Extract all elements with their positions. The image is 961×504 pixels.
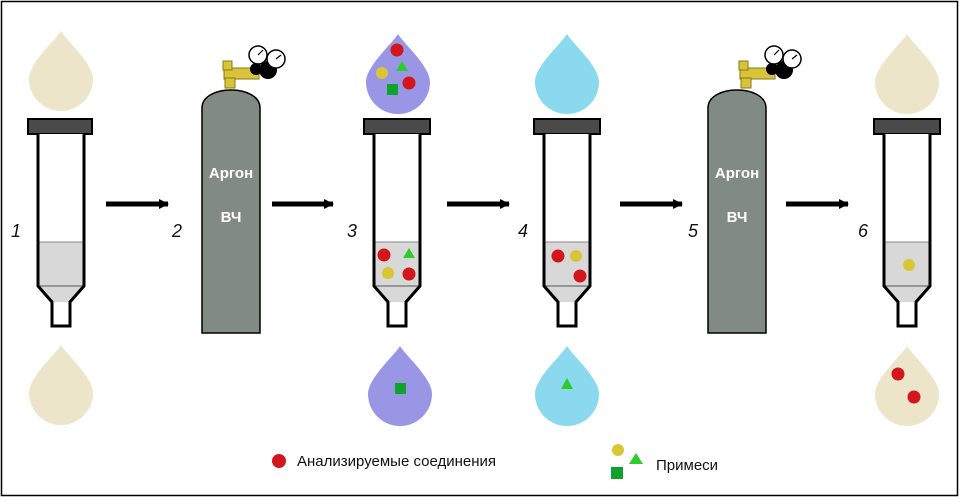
step-1: 1	[11, 31, 93, 425]
step-6: 6	[858, 34, 941, 426]
pressure-regulator-2	[738, 45, 802, 89]
step-number-3: 3	[347, 221, 357, 241]
analyte-icon	[907, 390, 921, 404]
cylinder-label-top-2: Аргон	[715, 165, 759, 182]
analyte-icon	[402, 76, 416, 90]
purple-drop-bottom-3	[368, 346, 432, 426]
analyte-icon	[891, 367, 905, 381]
step-4: 4	[518, 34, 601, 426]
argon-cylinder-2	[707, 89, 767, 334]
step-5: 5 Аргон ВЧ	[688, 45, 802, 334]
step-number-4: 4	[518, 221, 528, 241]
cylinder-label-bottom-2: ВЧ	[727, 209, 748, 226]
legend: Анализируемые соединения Примеси	[272, 444, 718, 479]
argon-cylinder-1	[201, 89, 261, 334]
analyte-icon	[377, 248, 391, 262]
impurity-triangle-icon	[403, 248, 415, 258]
impurity-triangle-icon	[561, 378, 573, 389]
impurity-square-legend-icon	[611, 467, 623, 479]
analyte-icon	[402, 267, 416, 281]
purple-drop-top-3	[366, 34, 430, 114]
impurity-circle-legend-icon	[612, 444, 624, 456]
step-number-2: 2	[171, 221, 182, 241]
analyte-icon	[390, 43, 404, 57]
spe-cartridge-6	[873, 118, 941, 328]
step-number-1: 1	[11, 221, 21, 241]
cylinder-label-top-1: Аргон	[209, 165, 253, 182]
blue-drop-bottom-4	[535, 346, 599, 426]
analyte-legend-icon	[272, 454, 286, 468]
pressure-regulator-1	[222, 45, 286, 89]
legend-impurities: Примеси	[611, 444, 718, 479]
step-3: 3	[347, 34, 432, 426]
impurity-triangle-legend-icon	[629, 453, 643, 464]
step-2: 2 Аргон ВЧ	[171, 45, 286, 334]
step-number-6: 6	[858, 221, 869, 241]
analyte-icon	[573, 269, 587, 283]
impurity-circle-icon	[382, 267, 394, 279]
legend-analytes-label: Анализируемые соединения	[297, 453, 496, 470]
impurity-square-icon	[395, 383, 406, 394]
step-number-5: 5	[688, 221, 699, 241]
impurity-circle-icon	[376, 67, 388, 79]
impurity-circle-icon	[570, 250, 582, 262]
analyte-icon	[551, 249, 565, 263]
spe-cartridge-4	[533, 118, 601, 328]
spe-cartridge-1	[27, 118, 93, 328]
impurity-square-icon	[387, 84, 398, 95]
cylinder-label-bottom-1: ВЧ	[221, 209, 242, 226]
impurity-circle-icon	[903, 259, 915, 271]
cream-drop-bottom-6	[875, 346, 939, 426]
legend-impurities-label: Примеси	[656, 457, 718, 474]
spe-cartridge-3	[363, 118, 431, 328]
impurity-triangle-icon	[396, 61, 408, 71]
legend-analytes: Анализируемые соединения	[272, 453, 496, 470]
